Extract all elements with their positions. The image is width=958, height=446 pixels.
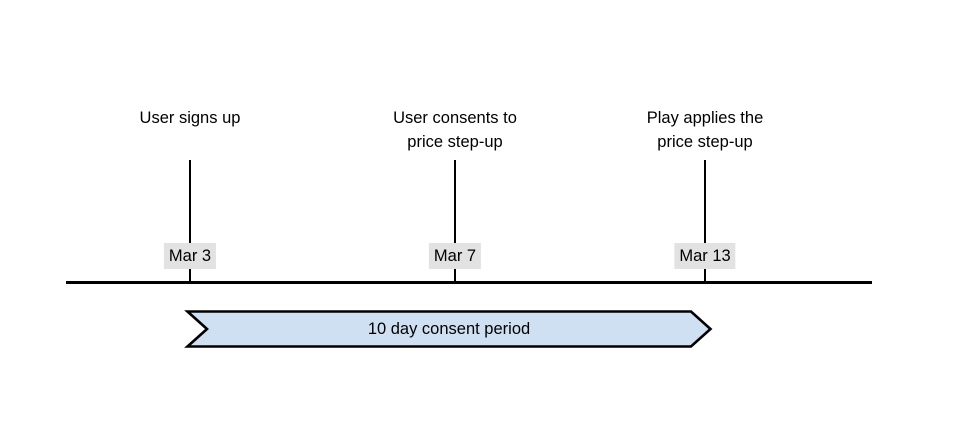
banner-arrow-shape xyxy=(184,310,713,348)
event-tick-line xyxy=(188,160,192,283)
timeline-axis xyxy=(66,281,872,284)
event-label: User consents to price step-up xyxy=(393,109,517,151)
event-date-chip: Mar 7 xyxy=(428,243,482,269)
event-label: User signs up xyxy=(139,109,241,127)
event-tick-line xyxy=(453,160,457,283)
event-date-chip: Mar 3 xyxy=(163,243,217,269)
event-date-chip: Mar 13 xyxy=(674,243,736,269)
event-tick-line xyxy=(703,160,707,283)
consent-period-banner: 10 day consent period xyxy=(184,310,713,348)
event-label: Play applies the price step-up xyxy=(646,109,764,151)
